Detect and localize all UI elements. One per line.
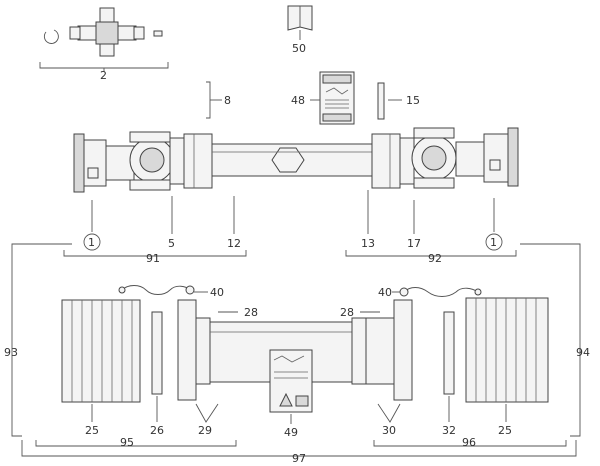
manual-booklet: 50 [287,5,313,55]
callout-32: 32 [442,424,456,437]
callout-40-left: 40 [210,286,224,299]
callout-50: 50 [292,42,306,55]
callout-94: 94 [576,346,590,359]
grease-nipple-part [153,30,163,37]
safety-chain-right [399,287,482,297]
safety-chain-left [118,285,195,295]
bellows-left [61,299,141,403]
callout-93: 93 [4,346,18,359]
callout-25-left: 25 [85,424,99,437]
callout-28-right: 28 [340,306,354,319]
callout-25-right: 25 [498,424,512,437]
callout-95: 95 [120,436,134,449]
callout-5: 5 [168,237,175,250]
callout-26: 26 [150,424,164,437]
bearing-ring-right [443,311,455,395]
callout-29: 29 [198,424,212,437]
shield-cone-left [177,299,211,401]
warning-sticker-bottom [269,349,313,413]
callout-30: 30 [382,424,396,437]
callout-2: 2 [100,69,107,82]
callout-13: 13 [361,237,375,250]
callout-91: 91 [146,252,160,265]
callout-1-left: 1 [88,236,95,249]
callout-49: 49 [284,426,298,439]
circlip-part [43,29,59,44]
callout-8: 8 [224,94,231,107]
callout-28-left: 28 [244,306,258,319]
callout-97: 97 [292,452,306,465]
driveshaft-assembly [73,127,519,193]
callout-40-right: 40 [378,286,392,299]
callout-17: 17 [407,237,421,250]
callout-12: 12 [227,237,241,250]
warning-sticker-top [319,71,355,125]
bearing-ring-left [151,311,163,395]
callout-1-right: 1 [490,236,497,249]
callout-48: 48 [291,94,305,107]
bellows-right [465,297,549,403]
callout-15: 15 [406,94,420,107]
cross-kit-group: 2 [39,7,169,82]
callout-96: 96 [462,436,476,449]
decal-strip [377,82,385,120]
shield-cone-right [351,299,413,401]
cross-part [69,7,145,57]
callout-92: 92 [428,252,442,265]
